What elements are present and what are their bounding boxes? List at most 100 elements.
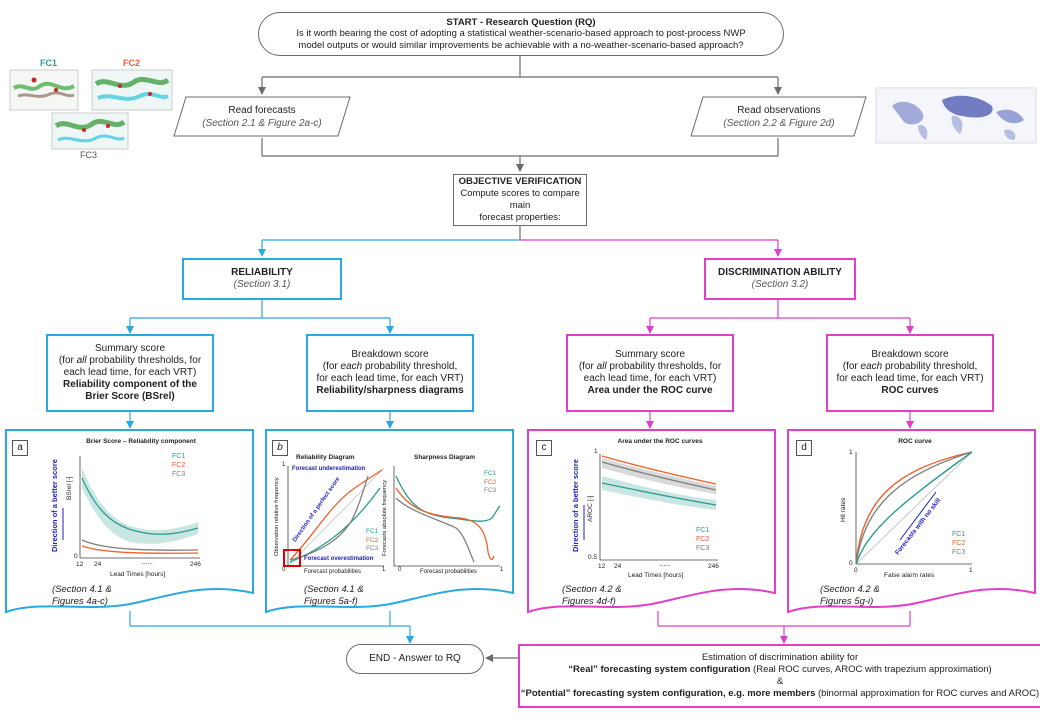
- read-forecasts-shape: [173, 96, 351, 137]
- panel-a-ylabel: BSrel [-]: [66, 476, 73, 500]
- panel-b-x1b: 1: [500, 567, 504, 573]
- box-line: Breakdown score: [351, 349, 429, 360]
- panel-c-title: Area under the ROC curves: [617, 438, 703, 445]
- panel-d-ylabel: Hit rates: [840, 497, 847, 522]
- box-line: Breakdown score: [871, 349, 949, 360]
- read-observations-label: Read observations: [737, 105, 821, 116]
- fc3-thumb-label: FC3: [80, 150, 98, 160]
- chart-a: [62, 456, 200, 559]
- panel-c-xdots: ......: [660, 561, 671, 568]
- panel-b-xlabel2: Forecast probabilities: [420, 569, 478, 575]
- panel-c-caption: (Section 4.2 &Figures 4d-f): [562, 584, 622, 607]
- map-thumb-fc3: [51, 112, 129, 150]
- objective-verification: OBJECTIVE VERIFICATION Compute scores to…: [453, 174, 587, 226]
- panel-b-ylabel2: Forecasts absolute frequency: [382, 479, 388, 556]
- panel-b-over: Forecast overestimation: [304, 556, 374, 562]
- reliability-title: RELIABILITY: [231, 266, 293, 278]
- panel-c-arrow-label: Direction of a better score: [571, 459, 580, 552]
- observations-map: [875, 87, 1037, 144]
- panel-b-x0b: 0: [398, 567, 402, 573]
- chart-c: [583, 454, 718, 561]
- objective-line2: forecast properties:: [479, 212, 561, 223]
- legend-fc3: FC3: [696, 545, 710, 552]
- legend-fc1: FC1: [484, 470, 497, 477]
- panel-c-y0: 0.5: [588, 554, 598, 561]
- panel-a-xlabel: Lead Times [hours]: [110, 571, 166, 578]
- reliability-breakdown-box: Breakdown score (for each probability th…: [306, 334, 474, 412]
- panel-a-arrow-label: Direction of a better score: [50, 459, 59, 552]
- legend-fc1: FC1: [172, 453, 186, 460]
- panel-a-title: Brier Score – Reliability component: [86, 438, 196, 445]
- panel-a-label: a: [12, 440, 28, 456]
- panel-c-xend: 246: [708, 563, 719, 570]
- read-forecasts-label: Read forecasts: [228, 105, 296, 116]
- legend-fc1: FC1: [952, 531, 966, 538]
- objective-line1: Compute scores to compare main: [460, 188, 580, 211]
- panel-d-xlabel: False alarm rates: [884, 572, 935, 579]
- box-line: Area under the ROC curve: [587, 385, 713, 396]
- box-line: (for all probability thresholds, for: [578, 361, 722, 372]
- panel-d-x0: 0: [854, 567, 858, 574]
- panel-c-y1: 1: [594, 448, 598, 455]
- panel-c-x1: 24: [614, 563, 622, 570]
- estimation-box: Estimation of discrimination ability for…: [518, 644, 1040, 708]
- panel-a-caption: (Section 4.1 &Figures 4a-c): [52, 584, 112, 607]
- panel-b-under: Forecast underestimation: [292, 466, 366, 472]
- discrimination-summary-box: Summary score (for all probability thres…: [566, 334, 734, 412]
- panel-d-title: ROC curve: [898, 438, 932, 445]
- box-line: each lead time, for each VRT): [583, 373, 717, 384]
- panel-b-x1: 1: [382, 567, 386, 573]
- read-observations-shape: [690, 96, 867, 137]
- fc1-thumb-label: FC1: [40, 58, 58, 68]
- box-line: ROC curves: [881, 385, 939, 396]
- reliability-node: RELIABILITY (Section 3.1): [182, 258, 342, 300]
- panel-d-y0: 0: [849, 560, 853, 567]
- panel-c-frame: [527, 429, 776, 614]
- legend-fc3: FC3: [172, 471, 186, 478]
- panel-b-caption: (Section 4.1 &Figures 5a-f): [304, 584, 364, 607]
- start-node: START - Research Question (RQ) Is it wor…: [258, 12, 784, 56]
- legend-fc2: FC2: [172, 462, 186, 469]
- read-forecasts: Read forecasts (Section 2.1 & Figure 2a-…: [176, 104, 348, 130]
- map-thumb-fc1: [9, 69, 79, 111]
- read-observations: Read observations (Section 2.2 & Figure …: [693, 104, 865, 130]
- panel-b-y1: 1: [282, 462, 286, 468]
- start-title: START - Research Question (RQ): [446, 16, 596, 28]
- panel-a-x1: 24: [94, 561, 102, 568]
- panel-a-y0: 0: [74, 553, 78, 560]
- estimation-line4: “Potential” forecasting system configura…: [520, 688, 1040, 699]
- panel-a-frame: [5, 429, 254, 614]
- research-question: Is it worth bearing the cost of adopting…: [296, 28, 746, 51]
- chart-d: [855, 451, 973, 565]
- estimation-line1: Estimation of discrimination ability for: [701, 652, 859, 663]
- panel-b-legend2: FC1 FC2 FC3: [484, 470, 496, 496]
- legend-fc2: FC2: [696, 536, 710, 543]
- panel-c-x0: 12: [598, 563, 606, 570]
- legend-fc1: FC1: [366, 528, 379, 535]
- panel-b-frame: [265, 429, 514, 614]
- read-forecasts-ref: (Section 2.1 & Figure 2a-c): [202, 118, 322, 129]
- panel-b-ylabel1: Observation relative frequency: [274, 477, 280, 556]
- panel-a-xdots: ......: [142, 559, 153, 566]
- panel-b-title2: Sharpness Diagram: [414, 454, 476, 461]
- estimation-line2: “Real” forecasting system configuration …: [568, 664, 992, 675]
- box-line: (for all probability thresholds, for: [58, 355, 202, 366]
- box-line: for each lead time, for each VRT): [316, 373, 464, 384]
- panel-d-caption: (Section 4.2 &Figures 5g-i): [820, 584, 880, 607]
- panel-a-xend: 246: [190, 561, 201, 568]
- legend-fc3: FC3: [484, 487, 497, 494]
- panel-a-legend: FC1 FC2 FC3: [172, 452, 185, 479]
- estimation-line3: &: [776, 676, 784, 687]
- panel-b-title1: Reliability Diagram: [296, 454, 355, 461]
- reliability-summary-box: Summary score (for all probability thres…: [46, 334, 214, 412]
- panel-c-label: c: [536, 440, 552, 456]
- discrimination-node: DISCRIMINATION ABILITY (Section 3.2): [704, 258, 856, 300]
- box-line: each lead time, for each VRT): [63, 367, 197, 378]
- box-line: for each lead time, for each VRT): [836, 373, 984, 384]
- box-line: Summary score: [614, 349, 685, 360]
- box-line: Brier Score (BSrel): [85, 391, 175, 402]
- discrimination-breakdown-box: Breakdown score (for each probability th…: [826, 334, 994, 412]
- map-thumb-fc2: [91, 69, 173, 111]
- panel-b-label: b: [272, 440, 288, 456]
